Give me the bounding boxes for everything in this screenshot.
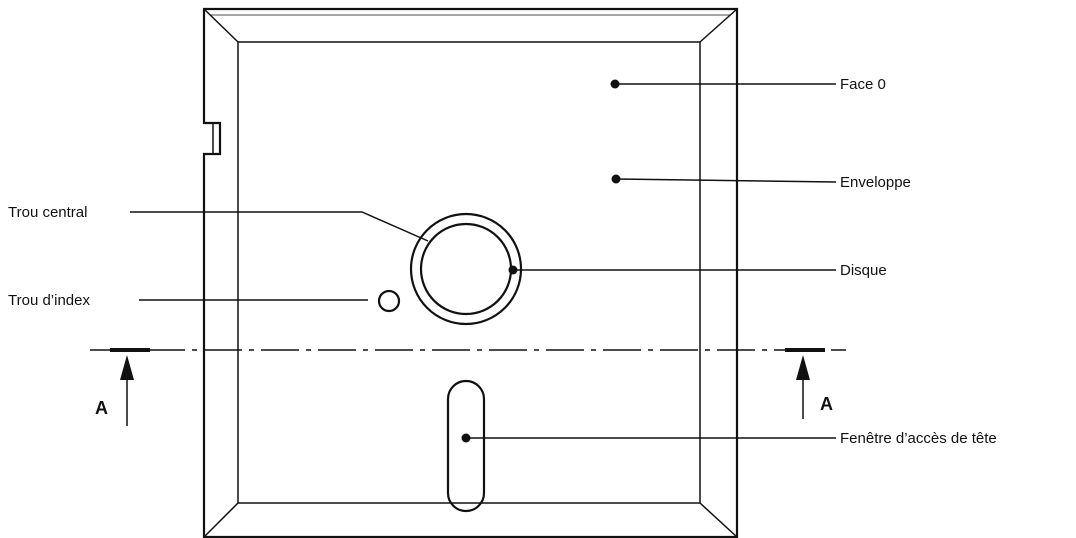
section-line: A A	[90, 348, 846, 426]
label-disque: Disque	[840, 262, 887, 279]
central-hole	[409, 212, 523, 326]
section-arrow-right-head	[796, 355, 810, 380]
label-fenetre: Fenêtre d’accès de tête	[840, 430, 997, 447]
callout-disque: Disque	[508, 262, 887, 279]
bevel-top-left	[203, 8, 239, 43]
index-hole	[377, 289, 401, 313]
callout-trou-index: Trou d’index	[8, 292, 368, 309]
callout-fenetre: Fenêtre d’accès de tête	[461, 430, 997, 447]
central-hole-outer-ring	[409, 212, 523, 326]
label-face0: Face 0	[840, 76, 886, 93]
section-label-right: A	[820, 394, 833, 414]
bevel-bottom-right	[699, 502, 738, 538]
section-label-left: A	[95, 398, 108, 418]
section-arrow-left-head	[120, 355, 134, 380]
disk-envelope	[202, 7, 739, 538]
envelope-outer-edge	[202, 7, 739, 538]
central-hole-inner-ring	[419, 222, 513, 316]
callout-face0: Face 0	[610, 76, 886, 93]
envelope-inner-edge	[237, 41, 701, 504]
callout-trou-central-leader	[130, 211, 429, 242]
callout-enveloppe-leader	[615, 178, 837, 183]
label-enveloppe: Enveloppe	[840, 174, 911, 191]
head-access-window	[446, 379, 486, 513]
bevel-bottom-left	[203, 502, 239, 538]
callout-trou-central: Trou central	[8, 204, 429, 242]
label-trou-index: Trou d’index	[8, 292, 90, 309]
bevel-top-right	[699, 8, 738, 43]
callout-enveloppe: Enveloppe	[611, 174, 911, 191]
label-trou-central: Trou central	[8, 204, 87, 221]
